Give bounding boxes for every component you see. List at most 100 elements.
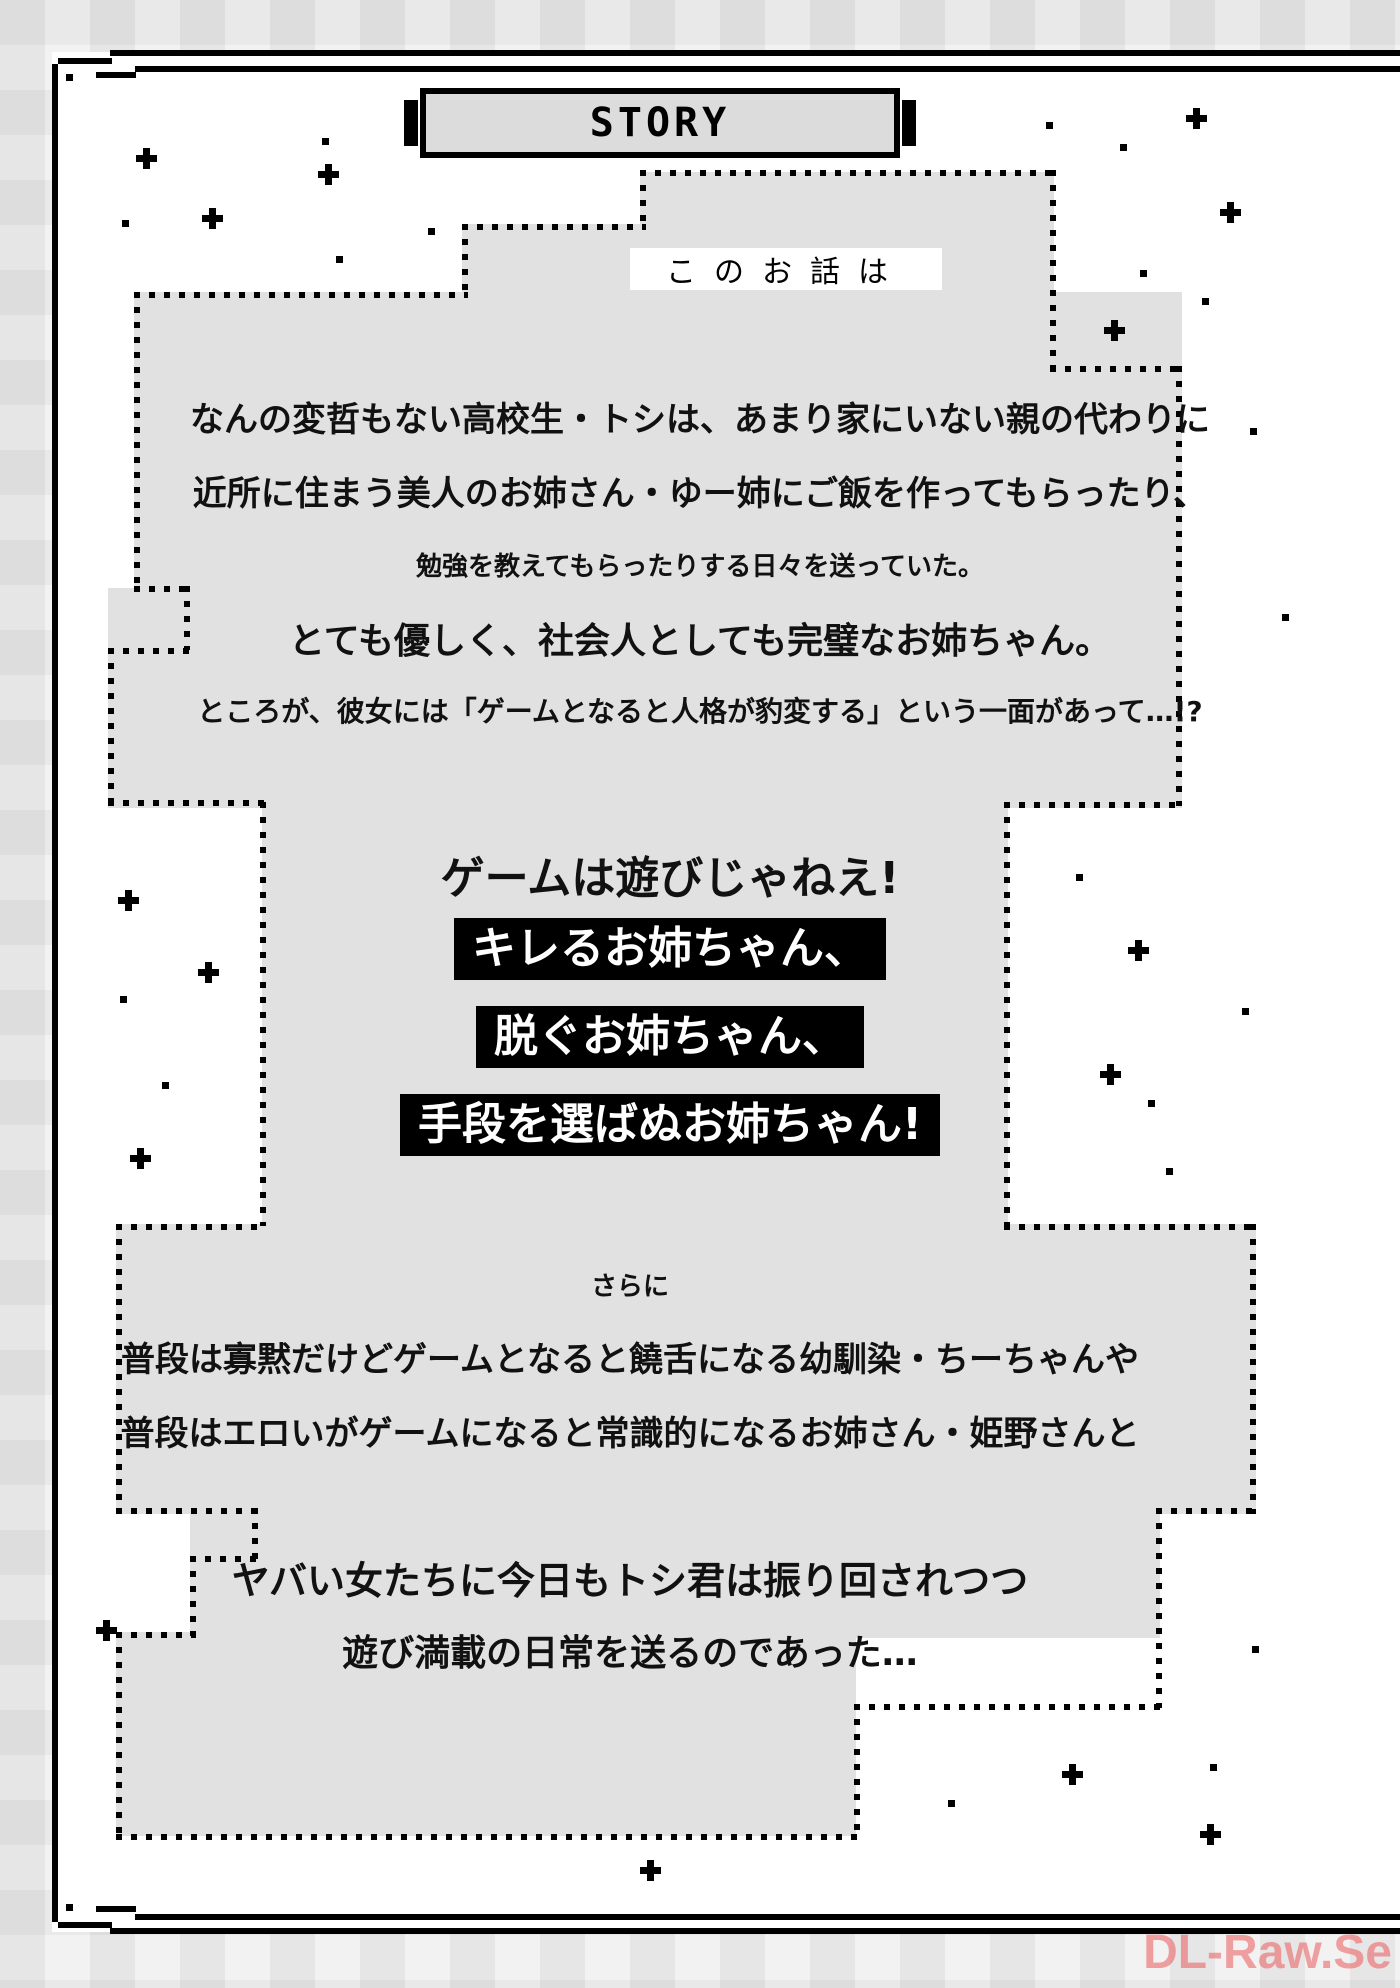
banner-cap-left bbox=[404, 100, 418, 146]
panel-upper-lower bbox=[108, 588, 1182, 808]
banner-cap-right bbox=[902, 100, 916, 146]
dotted-border bbox=[184, 586, 190, 650]
star-icon bbox=[136, 148, 157, 169]
section3-lead: さらに bbox=[590, 1272, 669, 1302]
dotted-border bbox=[190, 1556, 258, 1562]
story-line: ところが、彼女には「ゲームとなると人格が豹変する」という一面があって…!? bbox=[197, 695, 1203, 728]
frame-top-inner bbox=[135, 66, 1400, 72]
story-line: 普段は寡黙だけどゲームとなると饒舌になる幼馴染・ちーちゃんや bbox=[121, 1340, 1139, 1380]
dotted-border bbox=[116, 1224, 122, 1510]
dotted-border bbox=[1156, 1508, 1256, 1514]
dot-icon bbox=[120, 996, 127, 1003]
dotted-border bbox=[134, 292, 140, 588]
highlight-text: キレるお姉ちゃん、 bbox=[454, 918, 886, 980]
dotted-border bbox=[1176, 366, 1182, 806]
dotted-border bbox=[116, 1224, 266, 1230]
frame-dot-bl bbox=[66, 1904, 73, 1911]
highlight-text: 脱ぐお姉ちゃん、 bbox=[476, 1006, 864, 1068]
dot-icon bbox=[1140, 270, 1147, 277]
story-line: なんの変哲もない高校生・トシは、あまり家にいない親の代わりに bbox=[190, 400, 1210, 440]
dotted-border bbox=[854, 1704, 1164, 1710]
story-banner: STORY bbox=[420, 88, 900, 158]
dotted-border bbox=[116, 1834, 860, 1840]
star-icon bbox=[1220, 202, 1241, 223]
star-icon bbox=[1186, 108, 1207, 129]
story-line: 近所に住まう美人のお姉さん・ゆー姉にご飯を作ってもらったり、 bbox=[192, 474, 1208, 514]
dotted-border bbox=[640, 170, 646, 226]
highlight-text: 手段を選ばぬお姉ちゃん! bbox=[399, 1094, 941, 1156]
frame-corner-bl2 bbox=[96, 1906, 136, 1912]
frame-corner-bl bbox=[58, 1922, 112, 1928]
panel-lower-step bbox=[190, 1508, 1160, 1638]
dot-icon bbox=[336, 256, 343, 263]
star-icon bbox=[1128, 940, 1149, 961]
highlight-row: キレるお姉ちゃん、 bbox=[0, 918, 1370, 980]
star-icon bbox=[118, 890, 139, 911]
story-line: ヤバい女たちに今日もトシ君は振り回されつつ bbox=[231, 1559, 1029, 1603]
star-icon bbox=[1062, 1764, 1083, 1785]
frame-dot-tl bbox=[66, 74, 73, 81]
highlight-row: 手段を選ばぬお姉ちゃん! bbox=[0, 1094, 1370, 1156]
intro-label-text: このお話は bbox=[666, 255, 906, 290]
dotted-border bbox=[108, 648, 114, 804]
star-icon bbox=[1104, 320, 1125, 341]
dotted-border bbox=[116, 1508, 256, 1514]
dot-icon bbox=[1166, 1168, 1173, 1175]
intro-label: このお話は bbox=[630, 248, 942, 290]
dotted-border bbox=[1004, 802, 1010, 1226]
dotted-border bbox=[252, 1508, 258, 1560]
story-line: とても優しく、社会人としても完璧なお姉ちゃん。 bbox=[288, 621, 1112, 662]
panel-lower-bottom bbox=[116, 1632, 856, 1836]
star-icon bbox=[96, 1620, 117, 1641]
dotted-border bbox=[1050, 170, 1056, 370]
section2-heading: ゲームは遊びじゃねえ! bbox=[440, 853, 900, 904]
dotted-border bbox=[1250, 1224, 1256, 1514]
dotted-border bbox=[260, 802, 266, 1226]
dotted-border bbox=[116, 1632, 196, 1638]
panel-lower-main bbox=[116, 1224, 1256, 1514]
dot-icon bbox=[1210, 1764, 1217, 1771]
dot-icon bbox=[1202, 298, 1209, 305]
dotted-border bbox=[1004, 802, 1182, 808]
dotted-border bbox=[108, 648, 190, 654]
dot-icon bbox=[1242, 1008, 1249, 1015]
frame-bottom-inner bbox=[135, 1914, 1400, 1920]
dot-icon bbox=[1120, 144, 1127, 151]
frame-bottom-outer bbox=[110, 1928, 1400, 1934]
dot-icon bbox=[1076, 874, 1083, 881]
dot-icon bbox=[122, 220, 129, 227]
dotted-border bbox=[134, 292, 468, 298]
dotted-border bbox=[116, 1632, 122, 1838]
story-line: 遊び満載の日常を送るのであった… bbox=[342, 1633, 918, 1674]
dotted-border bbox=[190, 1556, 196, 1636]
star-icon bbox=[198, 962, 219, 983]
star-icon bbox=[130, 1148, 151, 1169]
dotted-border bbox=[1050, 366, 1182, 372]
dotted-border bbox=[108, 800, 264, 806]
panel-upper-main bbox=[134, 292, 1182, 588]
highlight-row: 脱ぐお姉ちゃん、 bbox=[0, 1006, 1370, 1068]
star-icon bbox=[318, 164, 339, 185]
frame-corner-tl bbox=[58, 58, 112, 64]
dot-icon bbox=[1252, 1646, 1259, 1653]
dot-icon bbox=[428, 228, 435, 235]
dot-icon bbox=[948, 1800, 955, 1807]
dotted-border bbox=[462, 224, 468, 294]
frame-left bbox=[52, 64, 58, 1922]
star-icon bbox=[202, 208, 223, 229]
frame-corner-tl2 bbox=[96, 72, 136, 78]
star-icon bbox=[1100, 1064, 1121, 1085]
dotted-border bbox=[1004, 1224, 1256, 1230]
dotted-border bbox=[640, 170, 1054, 176]
dotted-border bbox=[134, 586, 190, 592]
frame-top-outer bbox=[110, 50, 1400, 56]
dot-icon bbox=[322, 138, 329, 145]
star-icon bbox=[1200, 1824, 1221, 1845]
dotted-border bbox=[462, 224, 646, 230]
dotted-border bbox=[854, 1704, 860, 1838]
story-title: STORY bbox=[589, 100, 731, 146]
dot-icon bbox=[1282, 614, 1289, 621]
dot-icon bbox=[1250, 428, 1257, 435]
story-line: 勉強を教えてもらったりする日々を送っていた。 bbox=[415, 552, 985, 582]
dot-icon bbox=[1148, 1100, 1155, 1107]
